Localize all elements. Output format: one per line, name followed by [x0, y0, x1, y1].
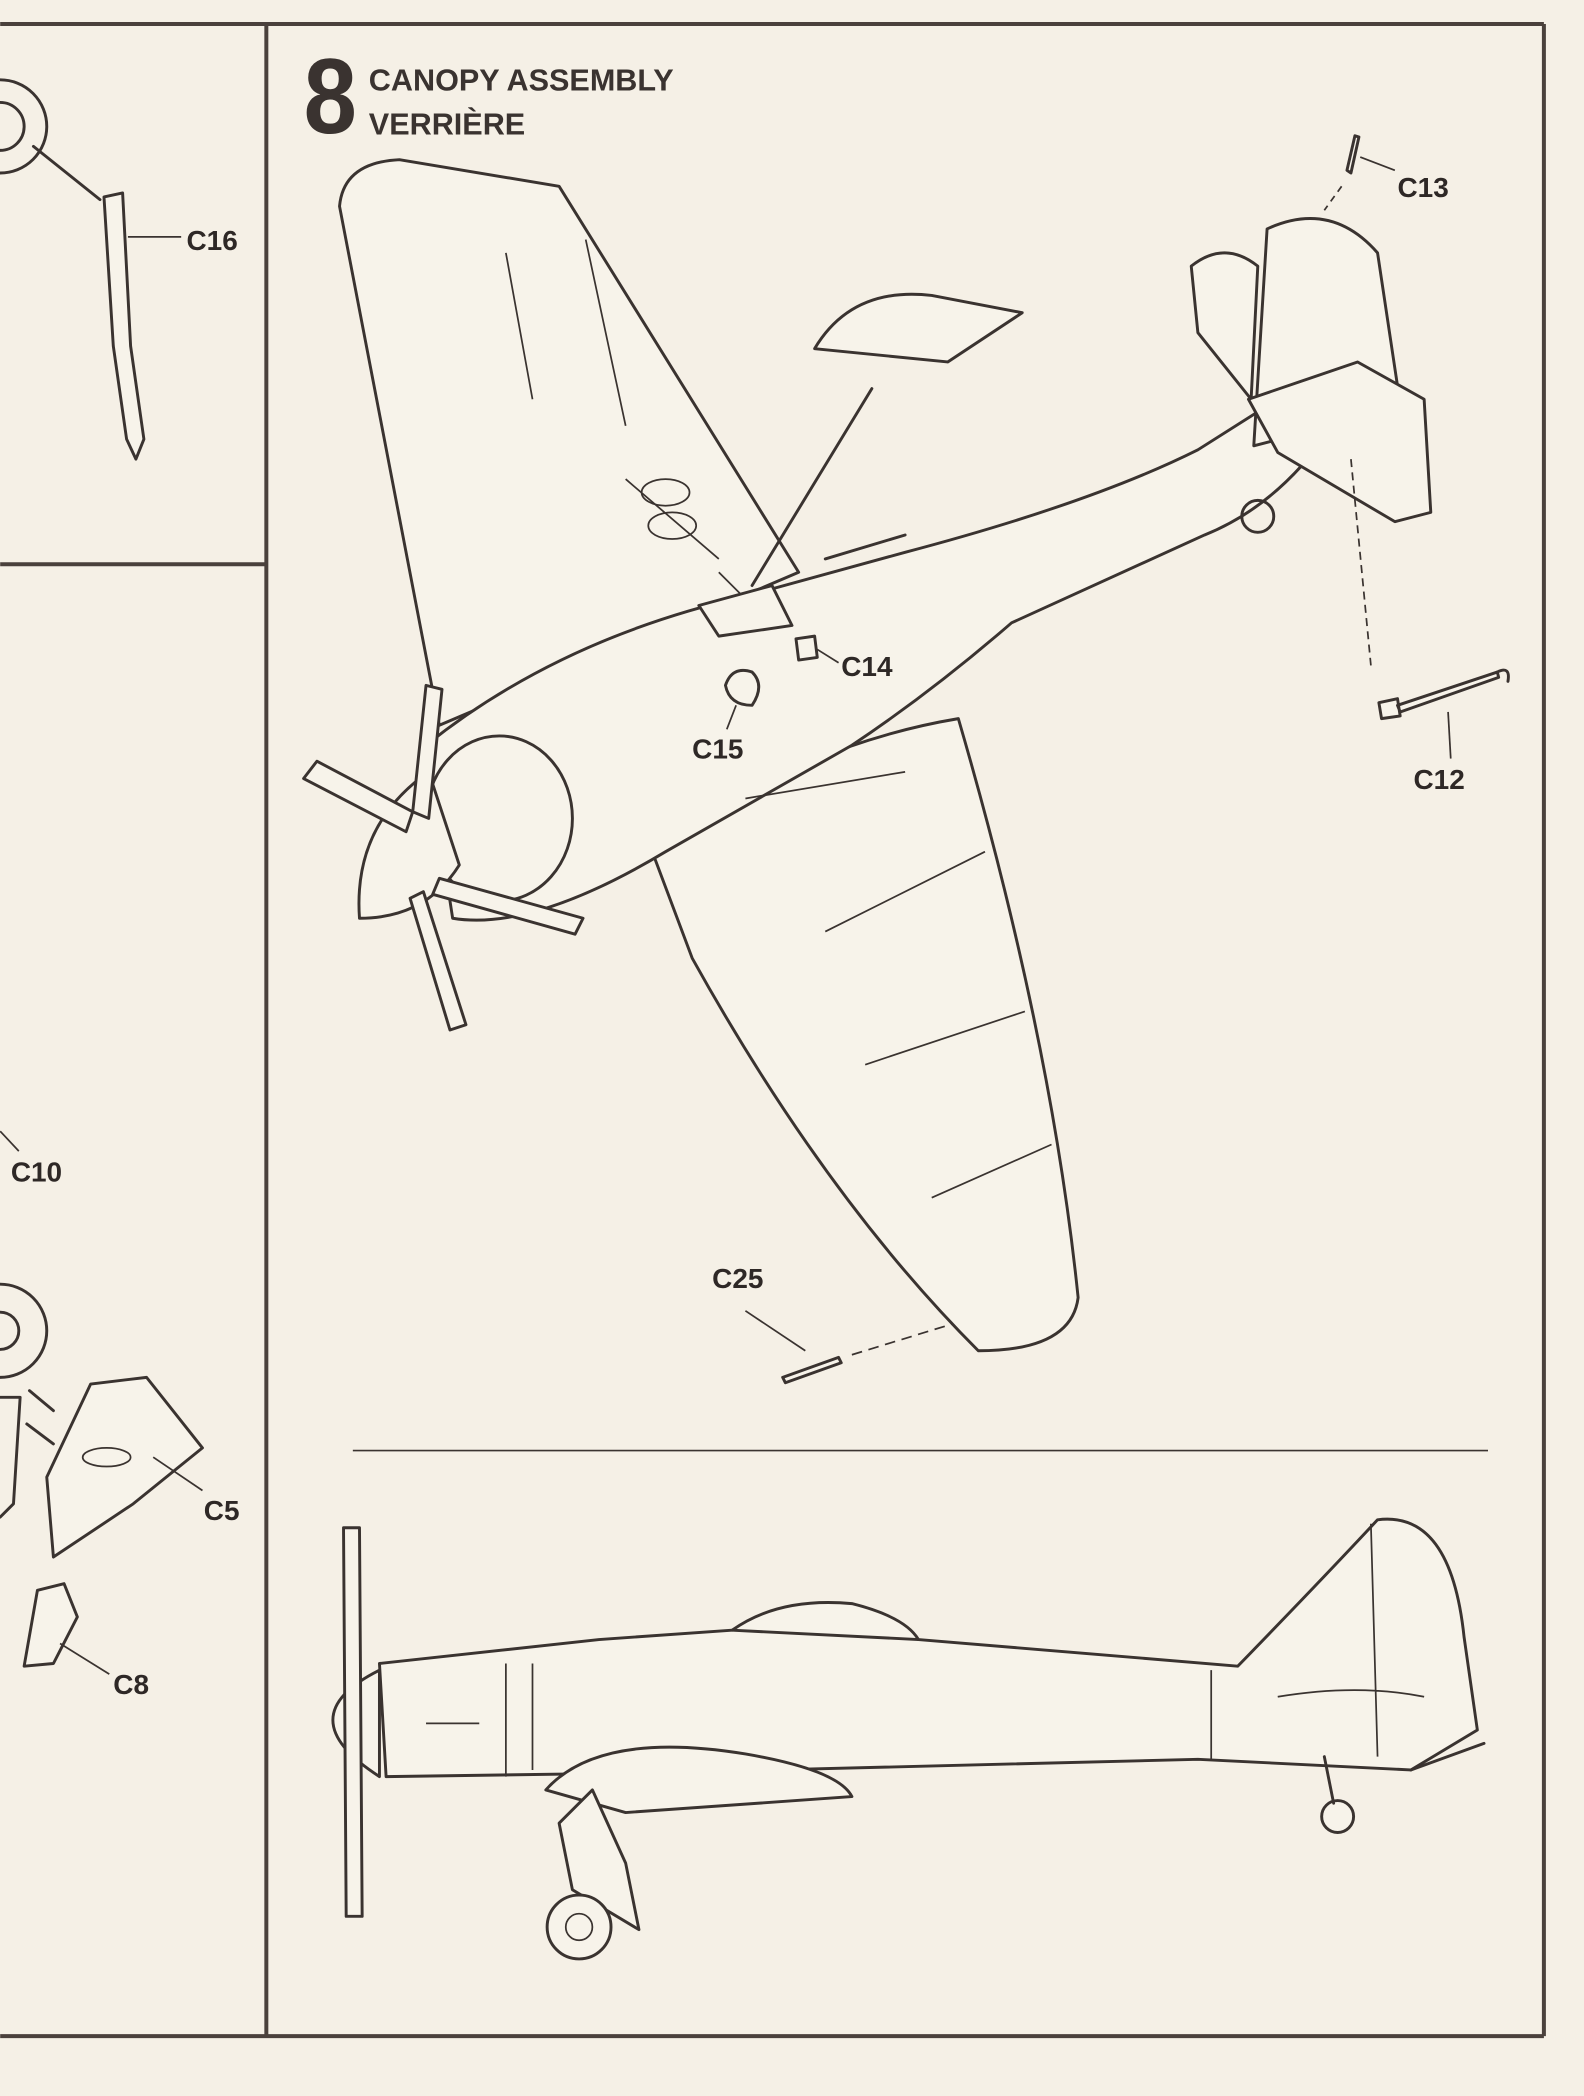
step-title-fr: VERRIÈRE: [369, 106, 525, 141]
main-wheel: [545, 1893, 613, 1961]
side-wing: [544, 1745, 854, 1815]
label-c25: C25: [712, 1263, 763, 1294]
label-c13: C13: [1398, 172, 1449, 203]
propeller-blade: [408, 890, 468, 1032]
right-stabilizer: [1246, 360, 1433, 524]
wheel-partial-2: [0, 1282, 49, 1379]
canopy-arrow: [750, 387, 874, 588]
label-c10: C10: [11, 1157, 62, 1188]
part-c16-strut: [102, 191, 146, 461]
fuselage: [424, 397, 1333, 922]
propeller-blade: [411, 683, 444, 820]
side-canopy: [730, 1601, 920, 1642]
left-stabilizer: [1189, 251, 1260, 401]
right-wing: [650, 717, 1080, 1353]
left-panel-parts: C16 C10 C5 C8: [0, 78, 240, 1700]
propeller-blade: [302, 759, 415, 834]
aircraft-top-view: [302, 158, 1433, 1353]
part-c5-gear-door: [45, 1375, 204, 1559]
step-title-en: CANOPY ASSEMBLY: [369, 63, 674, 97]
part-c15: [723, 668, 761, 707]
propeller-blade: [431, 876, 585, 936]
label-c15: C15: [692, 734, 743, 765]
label-c12: C12: [1413, 764, 1464, 795]
part-c8: [22, 1582, 79, 1668]
label-c14: C14: [841, 651, 893, 682]
left-wing: [338, 158, 801, 727]
page-frame: [0, 21, 1546, 2039]
side-tail-wheel: [1320, 1799, 1356, 1834]
side-fuselage: [377, 1517, 1479, 1779]
cockpit-opening: [697, 584, 794, 638]
part-c14: [794, 634, 819, 662]
aircraft-side-view: [331, 1517, 1486, 1961]
part-c13: [1345, 134, 1361, 175]
part-canopy: [813, 292, 1024, 364]
step-header: 8 CANOPY ASSEMBLY VERRIÈRE: [304, 37, 674, 156]
side-propeller: [342, 1526, 364, 1918]
step-number: 8: [304, 37, 357, 156]
label-c16: C16: [186, 225, 237, 256]
part-c12: [1377, 670, 1501, 721]
label-c5: C5: [204, 1495, 240, 1526]
tail-wheel: [1240, 498, 1276, 534]
label-c8: C8: [113, 1669, 149, 1700]
parts-callouts: C13 C14 C15 C12 C25: [692, 134, 1510, 1385]
wheel-partial: [0, 78, 49, 175]
part-c25: [781, 1355, 843, 1385]
